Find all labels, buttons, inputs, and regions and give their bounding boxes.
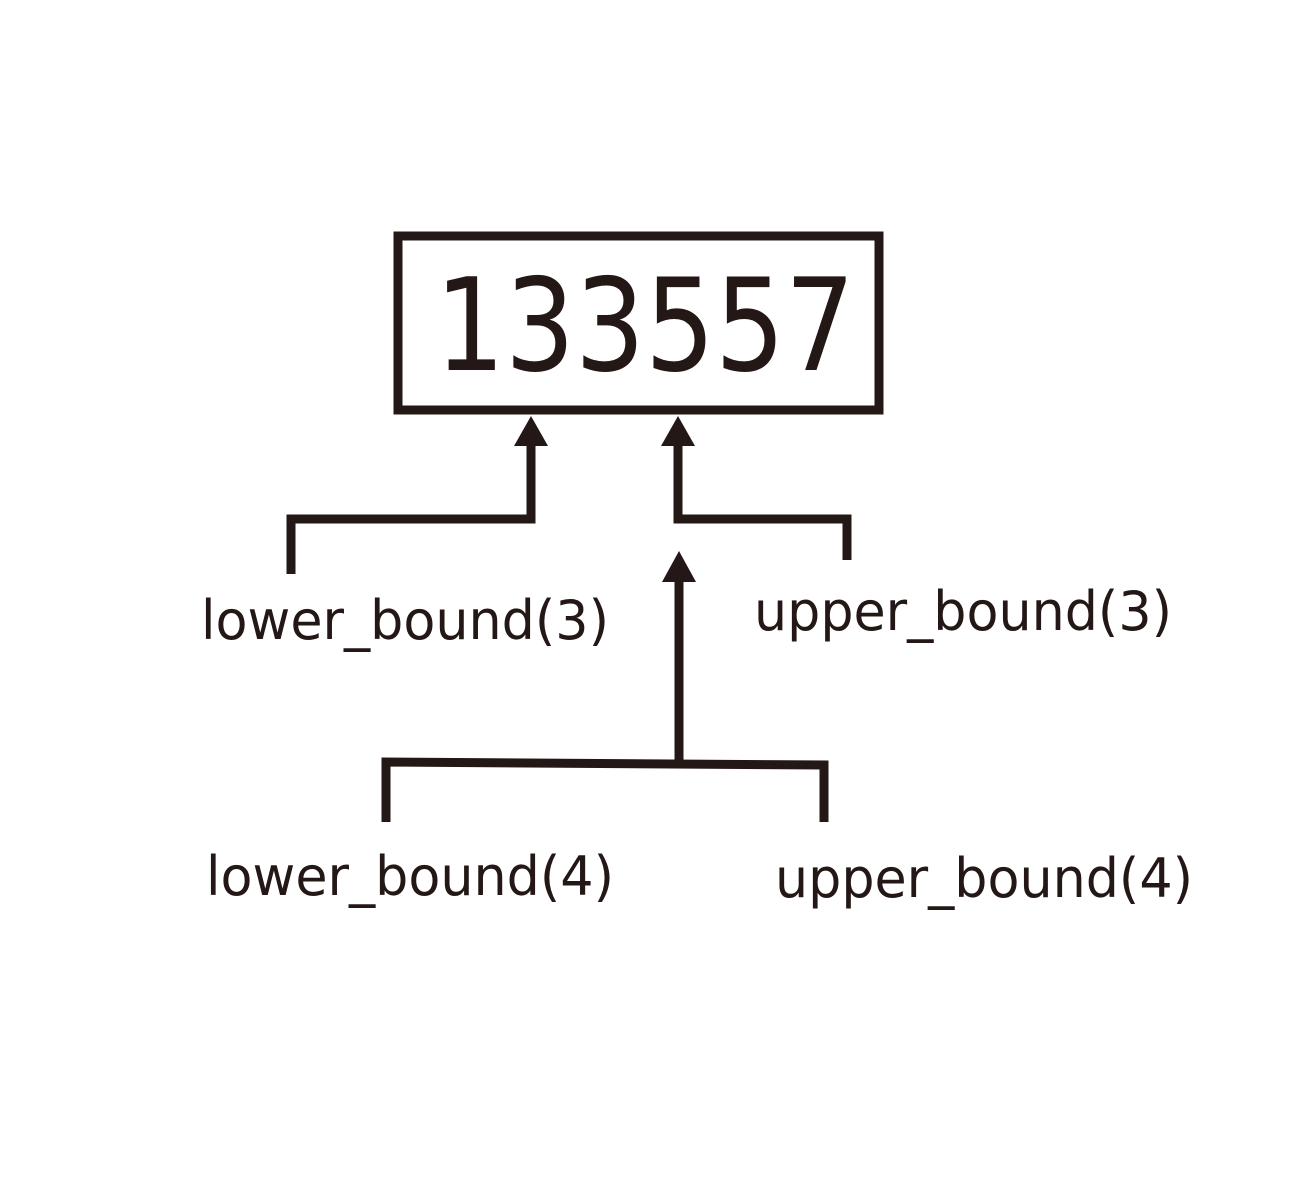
lower-bound-4-label: lower_bound(4) <box>206 845 614 908</box>
lower-bound-3-label: lower_bound(3) <box>201 589 609 652</box>
sequence-value: 133557 <box>435 252 855 401</box>
lower-bound-3-arrowhead <box>514 416 548 446</box>
upper-bound-3-connector <box>673 440 852 560</box>
upper-bound-4-label: upper_bound(4) <box>775 847 1193 910</box>
sequence-box <box>393 231 884 415</box>
lower-bound-3-connector <box>286 440 536 574</box>
bound-4-connector <box>381 757 829 822</box>
upper-bound-3-label: upper_bound(3) <box>754 580 1172 643</box>
bound-4-arrowhead <box>662 551 696 582</box>
upper-bound-3-arrowhead <box>661 416 695 446</box>
